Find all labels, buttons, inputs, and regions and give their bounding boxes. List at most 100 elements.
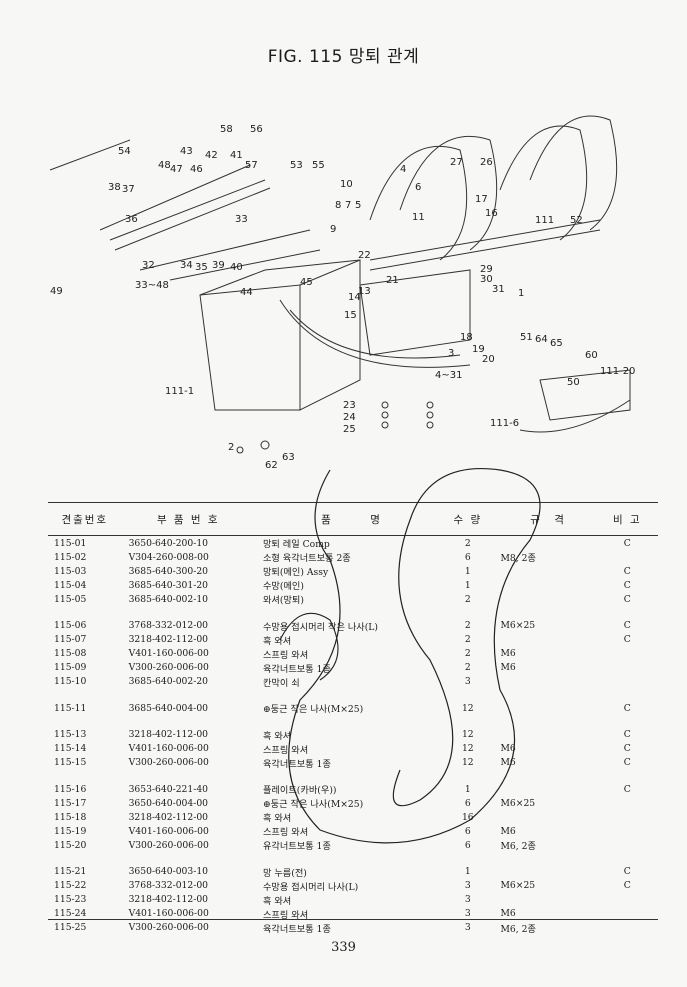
- quantity-cell: 2: [464, 634, 471, 645]
- callout-label: 22: [358, 250, 371, 261]
- item-no-cell: 115-08: [54, 648, 87, 659]
- item-no-cell: 115-02: [54, 551, 87, 563]
- remarks-cell: C: [623, 537, 631, 549]
- callout-label: 60: [585, 350, 598, 361]
- spec-cell: [495, 578, 597, 592]
- callout-label: 17: [475, 194, 488, 205]
- part-name-cell: 와셔(망퇴): [262, 595, 304, 606]
- part-name-cell: 스프링 와셔: [262, 827, 309, 838]
- spacer-cell: [48, 852, 658, 865]
- quantity-cell: 2: [464, 662, 471, 673]
- part-name-cell: ⊕둥근 작은 나사(M×25): [262, 704, 364, 715]
- item-no-cell: 115-04: [54, 579, 87, 591]
- callout-label: 54: [118, 146, 131, 157]
- callout-label: 42: [205, 150, 218, 161]
- quantity-cell: 3: [464, 880, 471, 891]
- callout-label: 52: [570, 215, 583, 226]
- item-no-cell: 115-09: [54, 662, 87, 673]
- part-no-cell: 3218-402-112-00: [128, 729, 209, 740]
- part-no-cell: 3218-402-112-00: [128, 811, 209, 823]
- callout-label: 23: [343, 400, 356, 411]
- spec-cell: M6×25: [500, 797, 536, 809]
- spec-cell: M6×25: [500, 620, 536, 631]
- remarks-cell: [597, 647, 658, 661]
- remarks-cell: C: [623, 634, 631, 645]
- callout-label: 35: [195, 262, 208, 273]
- part-name-cell: 망 누름(전): [262, 867, 307, 879]
- item-no-cell: 115-03: [54, 565, 87, 577]
- remarks-cell: C: [623, 620, 631, 631]
- item-no-cell: 115-13: [54, 729, 87, 740]
- callout-label: 57: [245, 160, 258, 171]
- item-no-cell: 115-07: [54, 634, 87, 645]
- part-no-cell: 3768-332-012-00: [128, 620, 209, 631]
- remarks-cell: [597, 838, 658, 852]
- item-no-cell: 115-17: [54, 797, 87, 809]
- callout-label: 11: [412, 212, 425, 223]
- callout-label: 39: [212, 260, 225, 271]
- callout-label: 8: [335, 200, 341, 211]
- spec-cell: [495, 893, 597, 907]
- callout-label: 50: [567, 377, 580, 388]
- spec-cell: M6×25: [500, 880, 536, 891]
- quantity-cell: 2: [464, 620, 471, 631]
- remarks-cell: C: [623, 729, 631, 740]
- quantity-cell: 6: [464, 825, 471, 837]
- part-name-cell: 육각너트보통 1종: [262, 923, 331, 935]
- spec-cell: [495, 675, 597, 689]
- quantity-cell: 3: [464, 676, 471, 687]
- callout-label: 21: [386, 275, 399, 286]
- quantity-cell: 2: [464, 593, 471, 605]
- header-part-name: 품 명: [248, 502, 442, 536]
- spec-cell: M6: [500, 743, 516, 754]
- part-name-cell: 스프링 와셔: [262, 909, 309, 921]
- table-row: 115-13 3218-402-112-00 흑 와셔 12 C: [48, 728, 658, 742]
- callout-label: 13: [358, 286, 371, 297]
- callout-label: 1: [518, 288, 524, 299]
- callout-label: 10: [340, 179, 353, 190]
- remarks-cell: [597, 921, 658, 935]
- spec-cell: [495, 564, 597, 578]
- callout-label: 62: [265, 460, 278, 471]
- quantity-cell: 16: [461, 811, 474, 823]
- quantity-cell: 3: [464, 908, 471, 919]
- part-name-cell: 육각너트보통 1종: [262, 758, 331, 770]
- item-no-cell: 115-22: [54, 880, 87, 891]
- callout-label: 5: [355, 200, 361, 211]
- quantity-cell: 12: [461, 729, 474, 740]
- callout-label: 44: [240, 287, 253, 298]
- part-no-cell: V300-260-006-00: [128, 922, 209, 933]
- item-no-cell: 115-15: [54, 757, 87, 768]
- callout-label: 14: [348, 292, 361, 303]
- table-spacer-row: [48, 606, 658, 619]
- callout-label: 3: [448, 348, 454, 359]
- quantity-cell: 1: [464, 866, 471, 877]
- quantity-cell: 6: [464, 797, 471, 809]
- header-part-no: 부 품 번 호: [116, 502, 249, 536]
- callout-label: 31: [492, 284, 505, 295]
- quantity-cell: 3: [464, 894, 471, 905]
- callout-label: 34: [180, 260, 193, 271]
- callout-label: 33~48: [135, 280, 169, 291]
- spec-cell: [495, 810, 597, 824]
- remarks-cell: C: [623, 866, 631, 877]
- header-spec: 규 격: [494, 502, 597, 536]
- quantity-cell: 1: [464, 579, 471, 591]
- item-no-cell: 115-06: [54, 620, 87, 631]
- callout-label: 58: [220, 124, 233, 135]
- part-name-cell: 흑 와셔: [262, 730, 292, 742]
- spec-cell: [495, 782, 597, 796]
- header-quantity: 수 량: [441, 502, 495, 536]
